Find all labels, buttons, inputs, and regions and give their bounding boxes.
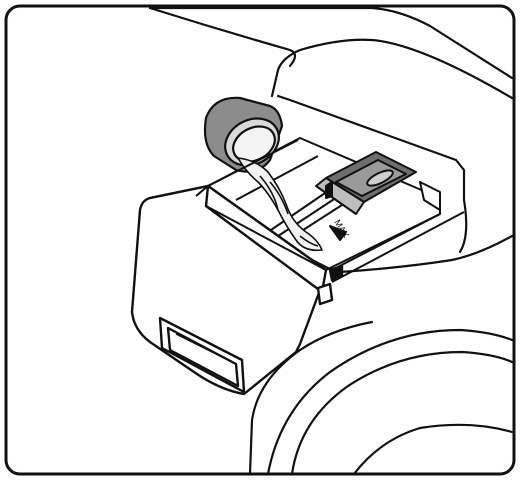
liquid-stream bbox=[237, 157, 323, 252]
drawer-front bbox=[130, 139, 344, 396]
detergent-cup-icon bbox=[203, 96, 284, 173]
washing-machine-body bbox=[148, 6, 514, 476]
softener-insert bbox=[315, 151, 441, 241]
drawer-rail bbox=[325, 211, 465, 283]
